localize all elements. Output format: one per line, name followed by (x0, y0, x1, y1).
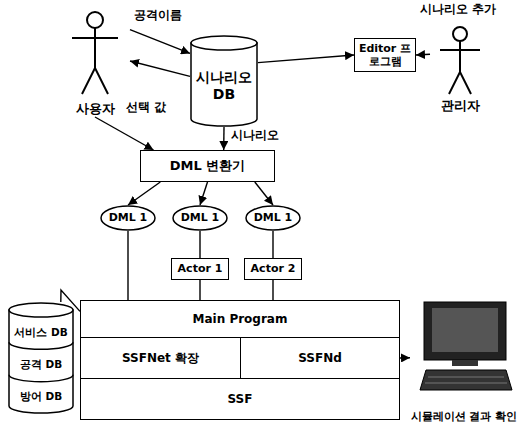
actor-box: Actor 1 (171, 258, 229, 280)
node-label: SSFNd (298, 351, 342, 365)
connector (200, 182, 208, 205)
connector (258, 55, 354, 63)
connector (400, 357, 410, 359)
node-label: Main Program (193, 312, 288, 326)
outline-part (9, 375, 73, 382)
node-label: Actor 1 (178, 262, 223, 275)
data-ellipse: DML 1 (100, 205, 156, 231)
computer-icon (420, 302, 512, 390)
node-label: DML 1 (181, 211, 220, 224)
node-label: 관리자 (441, 98, 480, 114)
outline-part (191, 43, 257, 126)
edge-label: 시나리오 (229, 128, 281, 142)
node-label: DML 변환기 (170, 158, 246, 174)
node-label: 사용자 (76, 101, 115, 117)
connector (128, 182, 160, 205)
connector (416, 54, 430, 56)
connector (199, 280, 200, 300)
node-label: 공격 DB (10, 348, 72, 380)
user-figure (72, 12, 118, 94)
node-label: Actor 2 (251, 262, 296, 275)
node-label: SSFNet 확장 (122, 351, 199, 365)
connector (199, 231, 200, 258)
node-label: 시뮬레이션 결과 확인 (411, 410, 517, 423)
outline-part (9, 303, 73, 317)
process-box: DML 변환기 (140, 150, 275, 182)
connector (272, 280, 273, 300)
connector (272, 231, 273, 258)
connector (130, 30, 190, 54)
node-label: DML 1 (109, 211, 148, 224)
outline-part (173, 206, 227, 230)
outline-part (191, 36, 257, 50)
edge-label: 시나리오 추가 (418, 2, 498, 16)
computer-node: 시뮬레이션 결과 확인 (410, 298, 518, 425)
outline-part (9, 342, 73, 349)
database-cylinder: 시나리오 DB (190, 35, 258, 127)
outline-part (101, 206, 155, 230)
edge-label: 선택 값 (124, 100, 168, 114)
connector (255, 182, 273, 205)
admin-figure (440, 27, 480, 94)
node-label: 서비스 DB (10, 316, 72, 348)
data-ellipse: DML 1 (245, 205, 301, 231)
actor-figure: 관리자 (430, 22, 490, 114)
data-ellipse: DML 1 (172, 205, 228, 231)
database-stack: 서비스 DB공격 DB방어 DB (8, 302, 74, 414)
outline-part (9, 310, 73, 413)
layer-box: SSF (80, 378, 400, 420)
connector (127, 231, 128, 300)
actor-figure: 사용자 (60, 5, 130, 117)
edge-label: 공격이름 (132, 8, 184, 22)
node-label: 방어 DB (10, 380, 72, 412)
layer-box: SSFNd (240, 337, 400, 379)
connector (95, 117, 154, 150)
connector (130, 61, 190, 76)
outline-part (246, 206, 300, 230)
node-label: Editor 프로그램 (358, 42, 412, 68)
node-label: SSF (228, 392, 253, 406)
layer-box: SSFNet 확장 (80, 337, 241, 379)
actor-box: Actor 2 (244, 258, 302, 280)
process-box: Editor 프로그램 (354, 38, 416, 72)
node-label: 시나리오 DB (194, 69, 254, 103)
node-label: DML 1 (254, 211, 293, 224)
connector (223, 127, 225, 150)
layer-box: Main Program (80, 300, 400, 338)
